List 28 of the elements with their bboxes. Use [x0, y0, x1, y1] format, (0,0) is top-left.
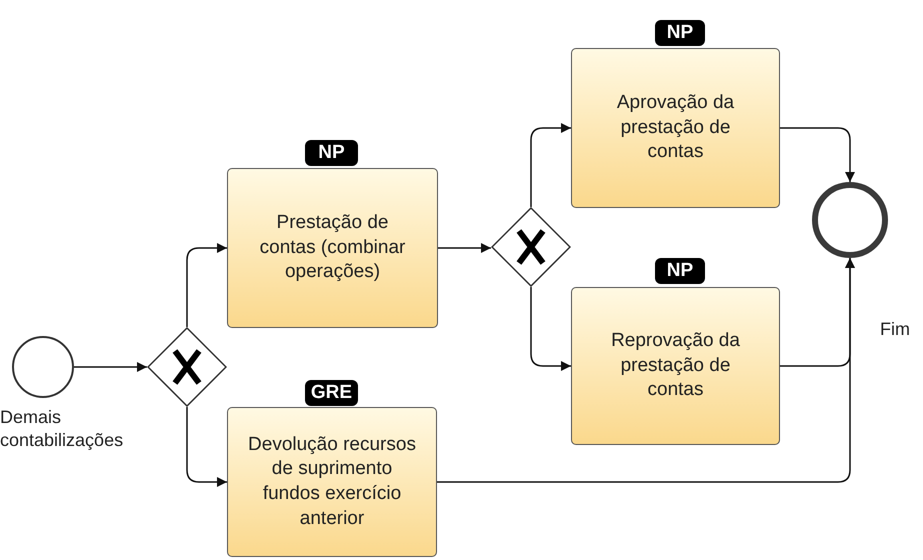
- task-label: Aprovação da prestação de contas: [616, 90, 736, 164]
- arrow: [437, 258, 855, 483]
- role-label: NP: [666, 260, 694, 282]
- gateway-diamond: [491, 207, 571, 287]
- role-badge: [305, 140, 358, 166]
- role-label: NP: [318, 142, 345, 164]
- task-label: Reprovação da prestação de contas: [610, 328, 741, 402]
- arrow: [186, 243, 227, 327]
- arrow: [780, 127, 855, 182]
- role-badge: [655, 258, 705, 284]
- task-box: [571, 48, 780, 208]
- role-label: GRE: [310, 382, 352, 404]
- role-badge: [655, 20, 705, 46]
- event-label: Demais contabilizações: [0, 406, 124, 452]
- arrow: [186, 407, 227, 487]
- task-label: Devolução recursos de suprimento fundos exercício anterior: [247, 432, 417, 531]
- gateway-diamond: [147, 327, 227, 407]
- role-badge: [305, 380, 358, 406]
- role-label: NP: [666, 22, 694, 44]
- arrow: [530, 123, 571, 207]
- arrow: [530, 287, 571, 371]
- arrow: [74, 362, 147, 372]
- event-label: Fim: [880, 318, 910, 341]
- task-box: [227, 407, 437, 557]
- arrow: [438, 243, 491, 253]
- task-box: [227, 168, 438, 328]
- task-label: Prestação de contas (combinar operações): [258, 210, 406, 284]
- task-box: [571, 287, 780, 445]
